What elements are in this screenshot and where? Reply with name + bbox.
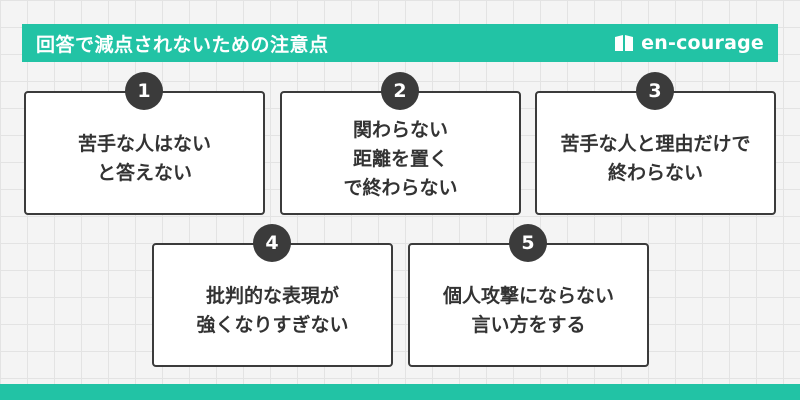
tip-card-text: 個人攻撃にならない 言い方をする (443, 282, 614, 340)
tip-card-5: 個人攻撃にならない 言い方をする (408, 243, 649, 367)
step-badge-1: 1 (125, 72, 163, 110)
tip-line: 批判的な表現が (205, 285, 339, 307)
tip-line: で終わらない (343, 176, 458, 199)
tip-line: 終わらない (607, 162, 703, 184)
tip-card-text: 関わらない 距離を置く で終わらない (343, 116, 457, 203)
tip-line: 距離を置く (352, 147, 448, 170)
tip-line: 苦手な人はない (77, 133, 211, 155)
tip-line: 言い方をする (471, 314, 586, 336)
step-badge-5: 5 (509, 224, 547, 262)
footer-bar (0, 384, 800, 400)
step-badge-2: 2 (381, 72, 419, 110)
step-badge-3: 3 (636, 72, 674, 110)
tip-line: 苦手な人と理由だけで (560, 133, 751, 155)
tip-line: 関わらない (352, 118, 448, 141)
brand-logo: en-courage (613, 32, 764, 54)
tip-line: 強くなりすぎない (196, 314, 349, 336)
tip-card-2: 関わらない 距離を置く で終わらない (280, 91, 521, 215)
tip-card-text: 苦手な人と理由だけで 終わらない (560, 130, 750, 188)
header-bar: 回答で減点されないための注意点 en-courage (22, 24, 778, 62)
brand-name: en-courage (641, 32, 764, 54)
tip-card-text: 批判的な表現が 強くなりすぎない (196, 282, 348, 340)
tip-card-text: 苦手な人はない と答えない (78, 130, 211, 188)
book-icon (615, 35, 634, 51)
tip-card-4: 批判的な表現が 強くなりすぎない (152, 243, 393, 367)
tip-line: 個人攻撃にならない (442, 285, 614, 307)
tip-card-1: 苦手な人はない と答えない (24, 91, 265, 215)
step-badge-4: 4 (253, 224, 291, 262)
page-title: 回答で減点されないための注意点 (36, 33, 329, 56)
tip-line: と答えない (96, 162, 192, 184)
